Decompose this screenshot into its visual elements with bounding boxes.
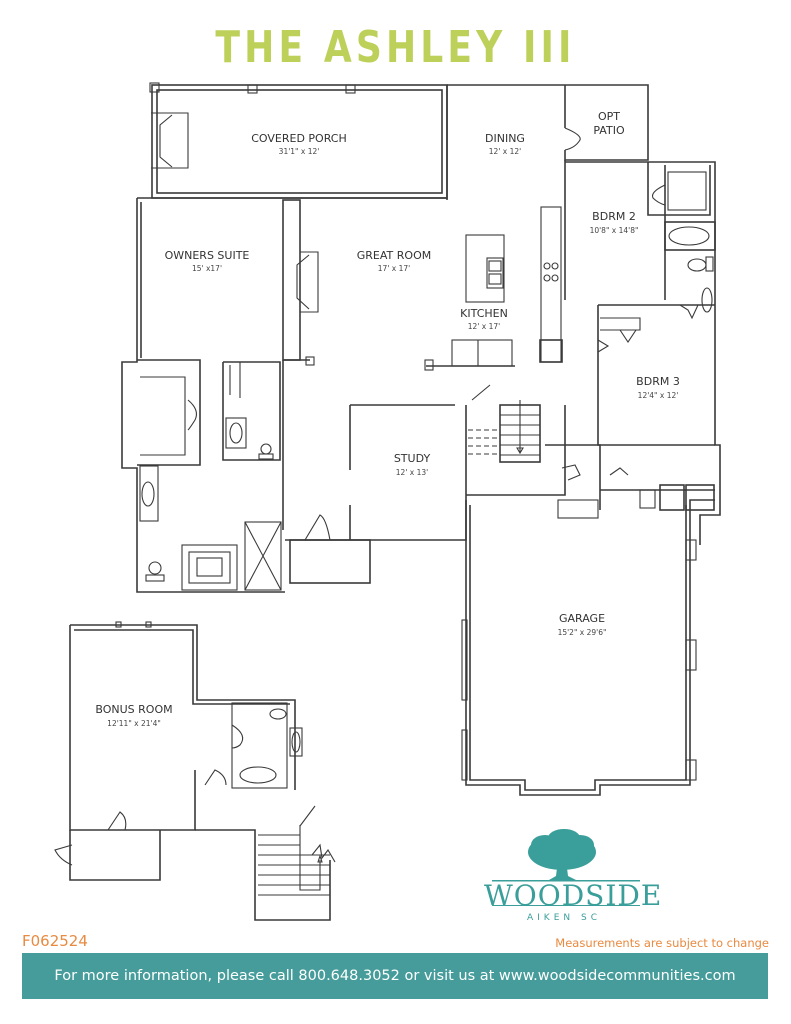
contact-banner-text: For more information, please call 800.64… xyxy=(54,968,736,984)
logo-location: AIKEN SC xyxy=(527,913,601,923)
fireplace xyxy=(282,199,319,366)
label-bdrm3: BDRM 3 xyxy=(636,375,680,388)
label-bonus-room: BONUS ROOM xyxy=(95,703,172,716)
label-covered-porch: COVERED PORCH xyxy=(251,132,347,145)
contact-banner: For more information, please call 800.64… xyxy=(22,953,768,999)
plan-title: THE ASHLEY III xyxy=(215,22,576,73)
main-house-walls xyxy=(121,160,721,593)
label-opt-patio-line2: PATIO xyxy=(593,124,625,137)
bonus-room-walls xyxy=(54,621,303,881)
kitchen-fixtures xyxy=(424,206,563,371)
label-great-room: GREAT ROOM xyxy=(357,249,431,262)
main-stair xyxy=(466,400,566,496)
label-study: STUDY xyxy=(394,452,431,465)
bonus-stair xyxy=(195,805,336,921)
dims-owners-suite: 15' x17' xyxy=(192,264,222,273)
dims-kitchen: 12' x 17' xyxy=(468,322,500,331)
plan-code: F062524 xyxy=(22,932,88,950)
dims-bdrm3: 12'4" x 12' xyxy=(638,391,679,400)
dims-study: 12' x 13' xyxy=(396,468,428,477)
woodside-logo: WOODSIDE AIKEN SC xyxy=(484,826,663,924)
dims-covered-porch: 31'1" x 12' xyxy=(279,147,320,156)
laundry-walls xyxy=(545,444,715,519)
dims-dining: 12' x 12' xyxy=(489,147,521,156)
owners-bath-walls xyxy=(137,359,284,591)
logo-wordmark: WOODSIDE xyxy=(484,879,663,912)
label-owners-suite: OWNERS SUITE xyxy=(165,249,250,262)
dims-bonus-room: 12'11" x 21'4" xyxy=(107,719,161,728)
dims-great-room: 17' x 17' xyxy=(378,264,410,273)
garage-walls xyxy=(461,499,715,796)
label-dining: DINING xyxy=(485,132,525,145)
study-walls xyxy=(285,384,491,584)
dims-bdrm2: 10'8" x 14'8" xyxy=(590,226,639,235)
label-opt-patio-line1: OPT xyxy=(598,110,620,123)
tree-logo-icon xyxy=(492,829,640,906)
label-garage: GARAGE xyxy=(559,612,605,625)
dining-patio-walls xyxy=(446,84,649,200)
dims-garage: 15'2" x 29'6" xyxy=(558,628,607,637)
label-kitchen: KITCHEN xyxy=(460,307,508,320)
label-bdrm2: BDRM 2 xyxy=(592,210,636,223)
measurement-disclaimer: Measurements are subject to change xyxy=(555,936,769,950)
